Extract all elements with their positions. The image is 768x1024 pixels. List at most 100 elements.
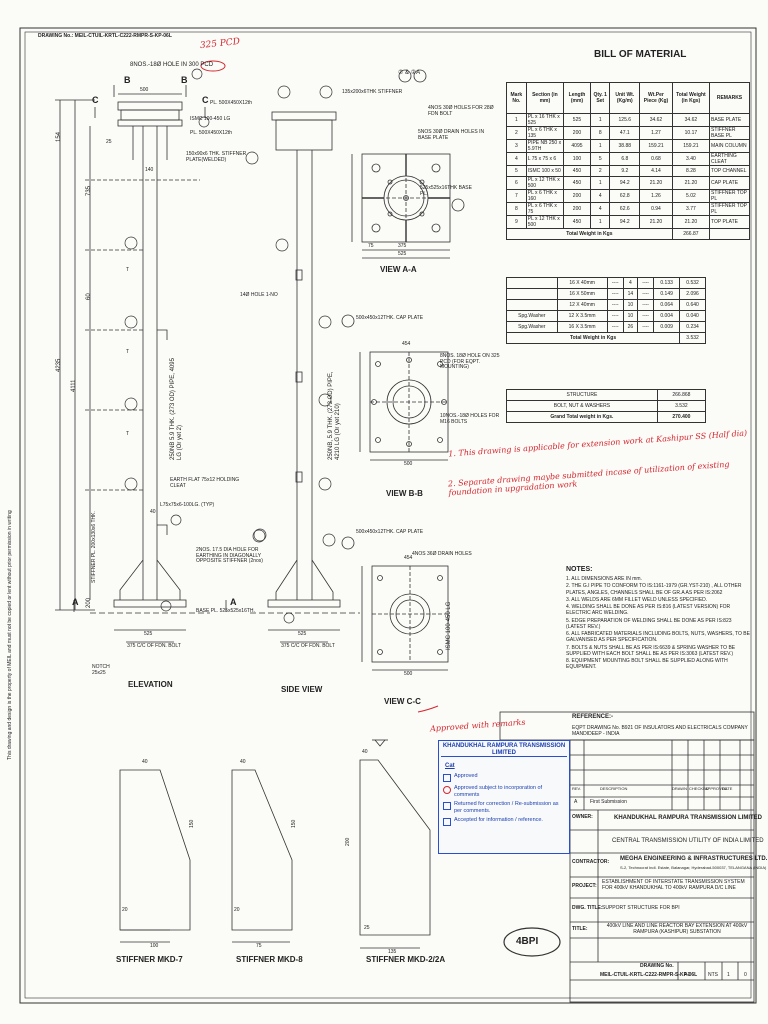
bolt-cell: ---- [637, 277, 655, 289]
bolt-cell: 0.149 [653, 288, 681, 300]
bolt-cell: Spg.Washer [506, 310, 558, 322]
view-bb-caption: VIEW B-B [386, 489, 423, 498]
bom-cell: 200 [563, 126, 591, 140]
pipe-note: 250NB 5.9 THK. (273 OD) PIPE, 4095 LG (O… [170, 358, 183, 460]
stamp-option: Approved [443, 773, 567, 782]
revision-header: DRAWN [672, 786, 687, 791]
bolt-cell: 10 [622, 299, 639, 311]
bolt-cell: ---- [637, 310, 655, 322]
bolt-cell [506, 277, 558, 289]
structure-tag: 4BPI [516, 936, 539, 947]
bom-cell: 62.6 [609, 202, 641, 216]
mkd7-dim-100: 100 [150, 943, 159, 949]
bom-cell: 525 [563, 113, 591, 127]
bom-cell: STIFFNER TOP PL [709, 189, 750, 203]
bom-cell: TOP CHANNEL [709, 165, 750, 177]
stamp-checkbox [443, 802, 451, 811]
stamp-checkbox [443, 786, 451, 794]
dwg-title-label: DWG. TITLE: [572, 905, 603, 911]
bolt-total-value: 3.532 [679, 332, 706, 344]
sheet-size: A1 [684, 972, 691, 978]
notes-title: NOTES: [566, 566, 593, 573]
note-item: 7. BOLTS & NUTS SHALL BE AS PER IS:6639 … [566, 644, 736, 657]
view-cc-drain-holes: 4NOS 36Ø DRAIN HOLES [412, 551, 472, 557]
bom-cell: 8 [589, 126, 611, 140]
bom-header-cell: Wt.Per Piece (Kg) [639, 82, 673, 114]
bom-cell: 3 [506, 139, 527, 153]
section-mark-a: A [72, 597, 79, 607]
section-mark-b: B [124, 75, 131, 85]
stamp-option-label: Returned for correction / Re-submission … [454, 801, 559, 814]
project-text: ESTABLISHMENT OF INTERSTATE TRANSMISSION… [602, 879, 745, 891]
side-hole-note: 14Ø HOLE 1-NO [240, 292, 278, 298]
notch-note: NOTCH 25x25 [92, 664, 110, 676]
bom-cell: 9.2 [609, 165, 641, 177]
bom-cell: PL x 12 THK x 500 [525, 215, 565, 229]
bom-cell: BASE PLATE [709, 113, 750, 127]
bolt-cell: 0.009 [653, 321, 681, 333]
bolt-cell: 2.096 [679, 288, 706, 300]
dim-25: 25 [106, 139, 112, 145]
title-text: 400kV LINE AND LINE REACTOR BAY EXTENSIO… [606, 923, 748, 935]
bom-cell: 34.62 [671, 113, 711, 127]
bom-cell: 6.8 [609, 152, 641, 166]
bom-cell: 3.40 [671, 152, 711, 166]
view-bb-bolt-holes: 10NOS.-18Ø HOLES FOR M16 BOLTS [440, 413, 500, 425]
mkd2-dim-40: 40 [362, 749, 368, 755]
view-aa-dim-75: 75 [368, 243, 374, 249]
bom-cell: 6 [506, 176, 527, 190]
view-cc-cap-plate: 500x450x12THK. CAP PLATE [356, 529, 424, 535]
mkd8-caption: STIFFNER MKD-8 [236, 955, 303, 964]
stiffener-plate-note: STIFFNER PL. 200x130x6 THK. [91, 511, 97, 583]
bolt-cell: ---- [637, 299, 655, 311]
bolt-cell: 0.234 [679, 321, 706, 333]
bolt-cell: ---- [606, 288, 624, 300]
summary-cell: 3.532 [656, 400, 707, 412]
view-bb-dim-500: 500 [404, 461, 413, 467]
view-aa-dim-375: 375 [398, 243, 407, 249]
bom-cell: 21.20 [639, 215, 673, 229]
view-bb-dim-454: 454 [402, 341, 411, 347]
stamp-category: Cat [445, 763, 455, 769]
section-mark-b-right: B [181, 75, 188, 85]
bom-table: Mark No.Section (in mm)Length (mm)Qty. 1… [506, 82, 750, 240]
bom-cell: MAIN COLUMN [709, 139, 750, 153]
dim-40: 40 [150, 509, 156, 515]
bolt-cell: 14 [622, 288, 639, 300]
summary-cell: BOLT, NUT & WASHERS [506, 400, 658, 412]
revision-header: CHECKED [689, 786, 709, 791]
revision-header: APPROVED [705, 786, 728, 791]
bom-cell: 450 [563, 215, 591, 229]
mkd2-dim-200: 200 [345, 837, 351, 846]
side-view-caption: SIDE VIEW [281, 685, 323, 694]
bolt-cell: ---- [606, 277, 624, 289]
bom-cell: 200 [563, 202, 591, 216]
revision-header: DATE [722, 786, 733, 791]
owner-name: KHANDUKHAL RAMPURA TRANSMISSION LIMITED [614, 815, 762, 821]
reference-text: EQPT DRAWING No. B921 OF INSULATORS AND … [572, 725, 748, 737]
mkd7-caption: STIFFNER MKD-7 [116, 955, 183, 964]
ref-t-2: T [126, 349, 130, 355]
bom-cell: 0.68 [639, 152, 673, 166]
bom-cell: PL x 6 THK x 135 [525, 126, 565, 140]
bom-cell: 450 [563, 176, 591, 190]
bom-cell: 21.20 [671, 215, 711, 229]
bom-cell: 9 [506, 215, 527, 229]
bom-cell: STIFFNER TOP PL [709, 202, 750, 216]
bom-header-cell: Length (mm) [563, 82, 591, 114]
bom-cell: CAP PLATE [709, 176, 750, 190]
bom-cell: 5 [589, 152, 611, 166]
view-bb-eqpt-holes: 8NOS. 18Ø HOLE ON 325 PCD (FOR EQPT. MOU… [440, 353, 500, 370]
mkd8-dim-75: 75 [256, 943, 262, 949]
stamp-option: Returned for correction / Re-submission … [443, 801, 567, 814]
bom-total-blank [709, 228, 750, 240]
bom-cell: L 75 x 75 x 6 [525, 152, 565, 166]
bom-cell: 8 [506, 202, 527, 216]
